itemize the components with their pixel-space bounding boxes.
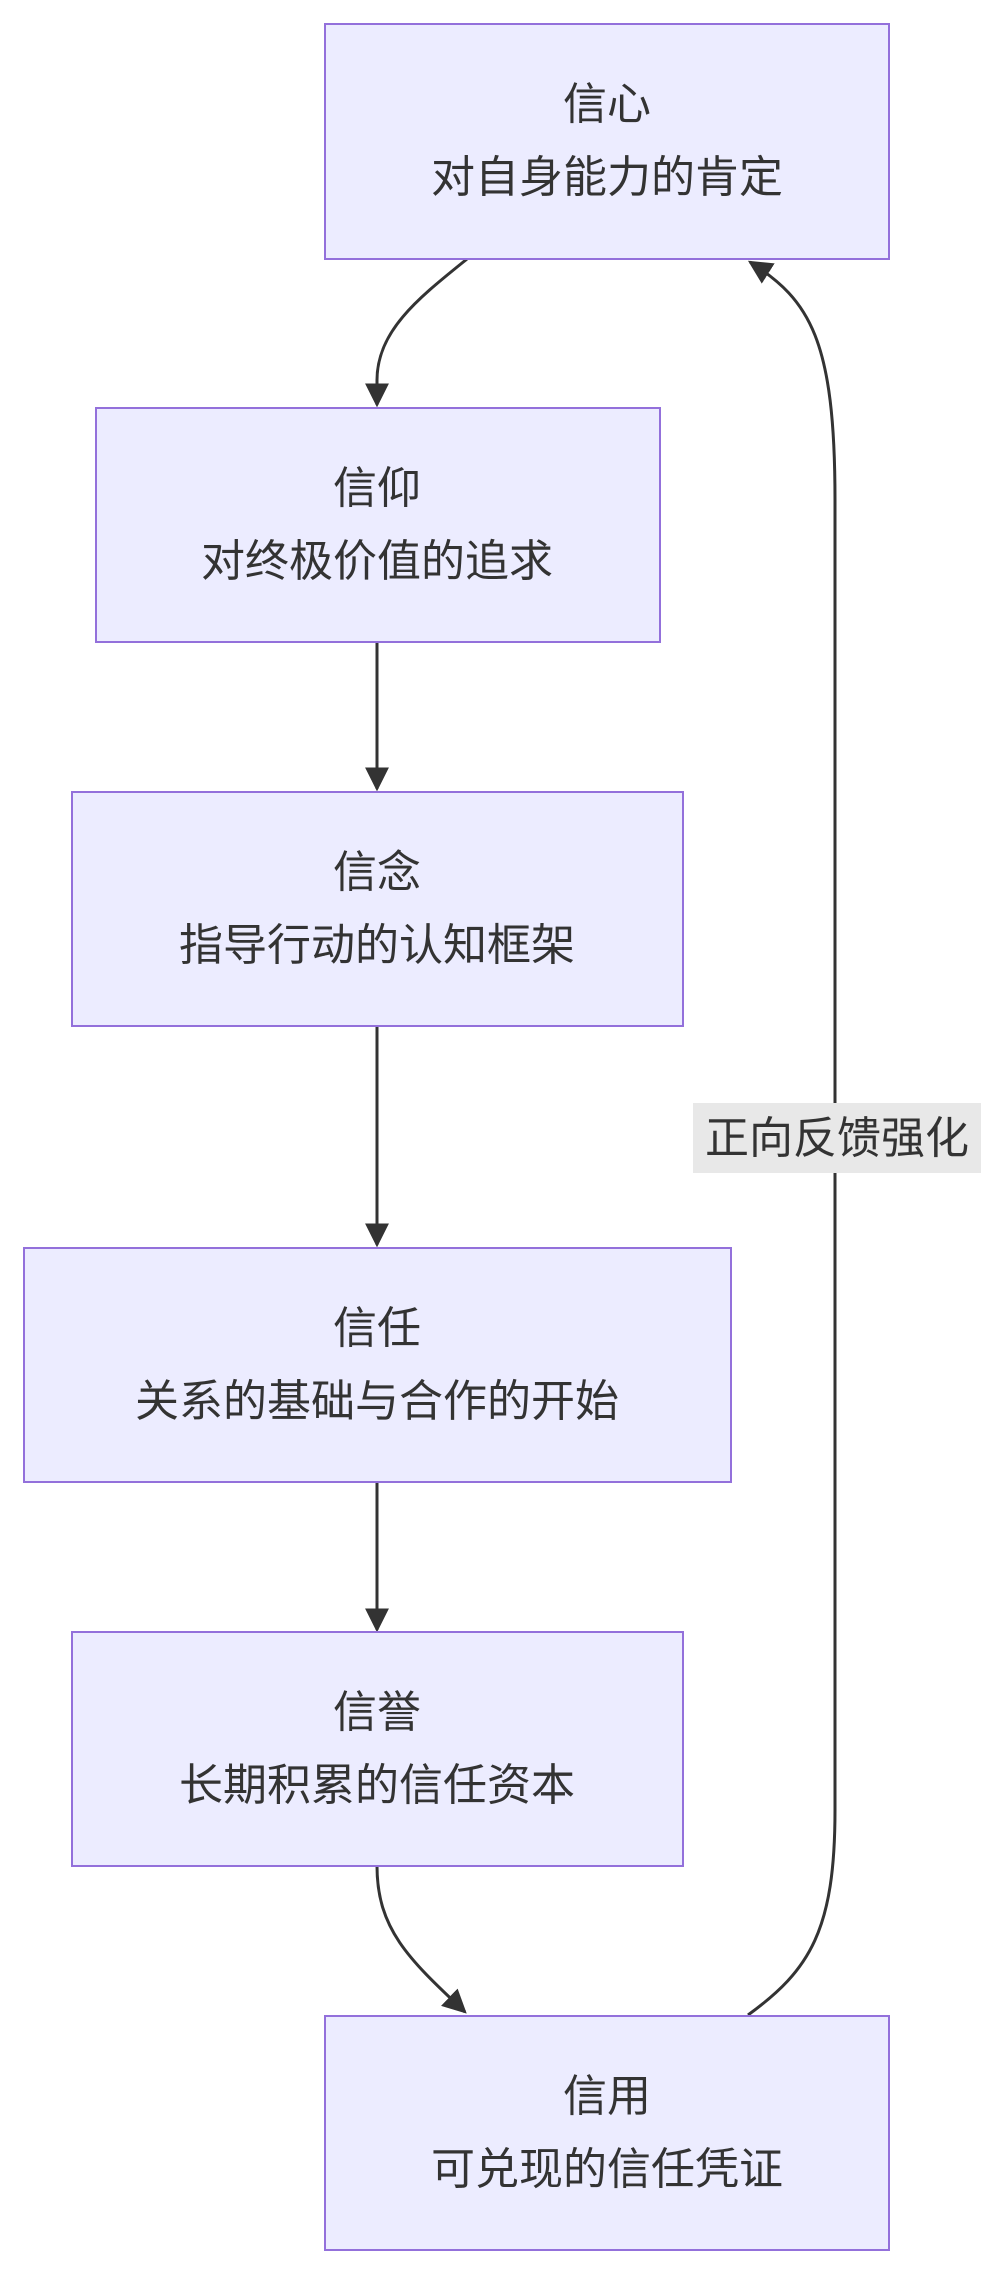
edge-xinyong-to-xinxin xyxy=(747,260,837,2017)
node-xinyong-desc: 可兑现的信任凭证 xyxy=(431,2144,783,2195)
node-xinxin-title: 信心 xyxy=(563,79,651,130)
node-xinnian: 信念 指导行动的认知框架 xyxy=(71,791,684,1027)
node-xinnian-desc: 指导行动的认知框架 xyxy=(179,920,575,971)
nodes-layer: 信心 对自身能力的肯定 信仰 对终极价值的追求 信念 指导行动的认知框架 信任 … xyxy=(23,23,890,2251)
node-xinyu-title: 信誉 xyxy=(333,1687,421,1738)
node-xinyu: 信誉 长期积累的信任资本 xyxy=(71,1631,684,1867)
node-xinnian-title: 信念 xyxy=(333,847,421,898)
edge-label-feedback: 正向反馈强化 xyxy=(693,1103,981,1173)
node-xinxin-desc: 对自身能力的肯定 xyxy=(431,152,783,203)
edges-layer: 正向反馈强化 xyxy=(365,257,981,2017)
node-xinyang-title: 信仰 xyxy=(333,463,421,514)
node-xinyang-desc: 对终极价值的追求 xyxy=(201,536,553,587)
node-xinren-title: 信任 xyxy=(333,1303,421,1354)
edge-xinxin-to-xinyang xyxy=(365,257,468,408)
node-xinyong-title: 信用 xyxy=(563,2071,651,2122)
node-xinyong: 信用 可兑现的信任凭证 xyxy=(324,2015,890,2251)
edge-xinyu-to-xinyong xyxy=(375,1865,467,2014)
node-xinyang: 信仰 对终极价值的追求 xyxy=(95,407,661,643)
edge-label-feedback-text: 正向反馈强化 xyxy=(705,1113,969,1164)
node-xinren: 信任 关系的基础与合作的开始 xyxy=(23,1247,732,1483)
node-xinren-desc: 关系的基础与合作的开始 xyxy=(135,1376,619,1427)
node-xinxin: 信心 对自身能力的肯定 xyxy=(324,23,890,260)
node-xinyu-desc: 长期积累的信任资本 xyxy=(179,1760,575,1811)
